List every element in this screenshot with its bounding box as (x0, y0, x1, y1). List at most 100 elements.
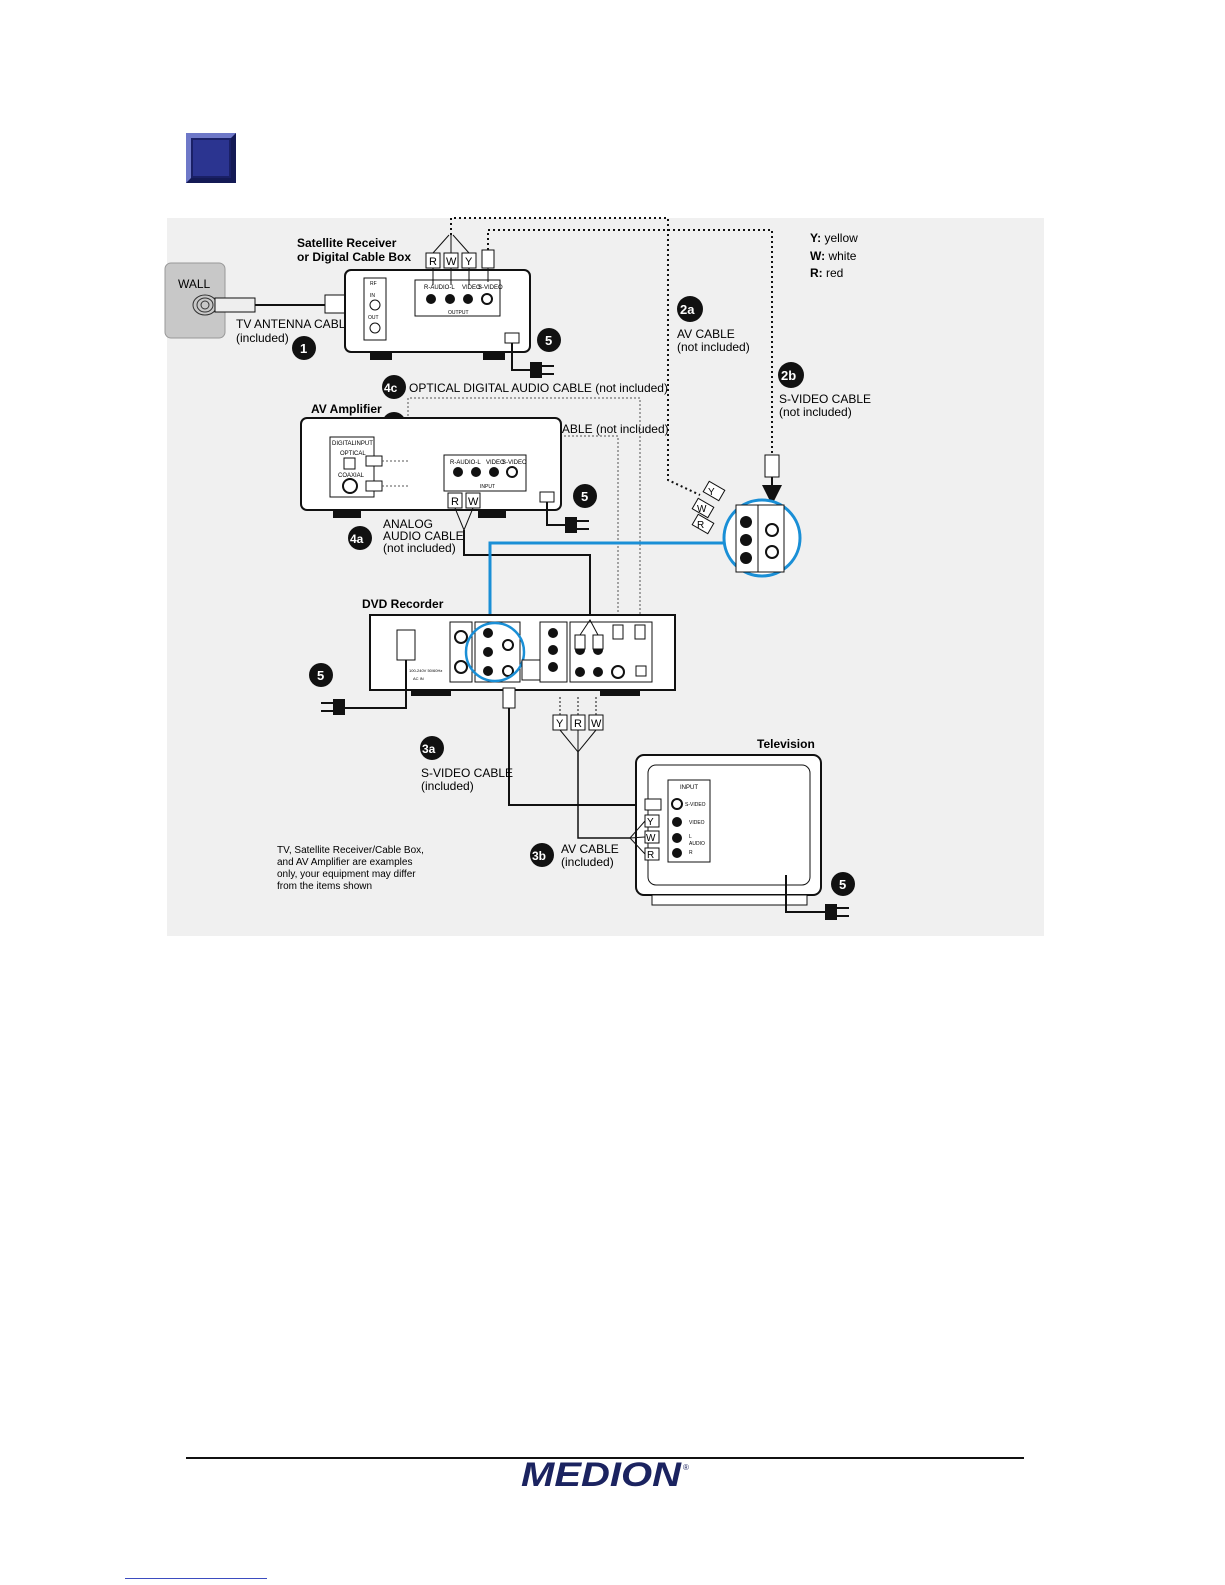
svg-text:OUT: OUT (368, 315, 379, 321)
svideo-cable-2b-route (487, 229, 773, 455)
section-marker-square (186, 133, 236, 183)
svg-text:only, your equipment may diffe: only, your equipment may differ (277, 869, 416, 880)
svg-text:AC IN: AC IN (413, 676, 424, 681)
satellite-receiver: Satellite Receiver or Digital Cable Box … (297, 236, 531, 360)
svg-text:R: R (429, 256, 437, 268)
svg-text:WALL: WALL (178, 277, 211, 291)
svg-text:R: R (697, 520, 704, 531)
svg-text:(not included): (not included) (383, 541, 456, 555)
svg-text:5: 5 (545, 333, 552, 348)
svg-text:OPTICAL: OPTICAL (340, 451, 366, 457)
svg-text:S-VIDEO CABLE: S-VIDEO CABLE (421, 766, 513, 780)
svg-text:R: R (689, 850, 693, 856)
svg-text:R-AUDIO-L: R-AUDIO-L (450, 460, 481, 466)
svg-text:®: ® (683, 1463, 689, 1472)
svg-text:OUTPUT: OUTPUT (448, 310, 469, 316)
dvd-power-cable: 5 (309, 660, 407, 715)
svg-text:DIGITALINPUT: DIGITALINPUT (332, 441, 373, 447)
svg-text:AV Amplifier: AV Amplifier (311, 402, 382, 416)
svg-text:VIDEO: VIDEO (462, 285, 481, 291)
svg-text:VIDEO: VIDEO (689, 820, 705, 826)
diagram-background (167, 218, 1044, 936)
svg-text:DVD Recorder: DVD Recorder (362, 597, 444, 611)
svg-text:Y: Y (708, 487, 715, 498)
svg-text:4a: 4a (350, 532, 364, 546)
svg-text:100-240V 50/60Hz: 100-240V 50/60Hz (409, 668, 442, 673)
svg-text:TV ANTENNA CABLE: TV ANTENNA CABLE (236, 317, 353, 331)
svg-text:W: W (646, 833, 656, 844)
svg-text:4c: 4c (384, 381, 398, 395)
svg-text:ANALOG: ANALOG (383, 517, 433, 531)
television: Television INPUT S-VIDEO VIDEO L AUDIO R… (629, 737, 822, 906)
av-cable-3b: Y R W 3b AV CABLE (included) (530, 695, 630, 869)
callout-4c: 4c OPTICAL DIGITAL AUDIO CABLE (not incl… (382, 375, 668, 399)
av-amplifier: AV Amplifier DIGITALINPUT OPTICAL COAXIA… (300, 402, 562, 518)
svg-text:3a: 3a (422, 742, 436, 756)
satellite-power-plug (511, 343, 554, 378)
callout-2b: 2b S-VIDEO CABLE (not included) (778, 362, 871, 419)
antenna-cable-1: TV ANTENNA CABLE (included) (214, 294, 353, 345)
svg-text:2a: 2a (680, 302, 695, 317)
svg-text:AV CABLE: AV CABLE (677, 327, 735, 341)
svg-text:from the items shown: from the items shown (277, 881, 372, 892)
svg-text:W: W (468, 496, 479, 508)
callout-4a: 4a ANALOG AUDIO CABLE (not included) (348, 517, 464, 555)
svg-text:Y: yellow: Y: yellow (810, 231, 858, 245)
svg-text:(included): (included) (561, 855, 614, 869)
svg-text:(included): (included) (421, 779, 474, 793)
svg-text:(not included): (not included) (779, 405, 852, 419)
svg-text:R: red: R: red (810, 266, 843, 280)
svg-text:R: R (451, 496, 459, 508)
svg-text:INPUT: INPUT (480, 484, 495, 490)
amplifier-analog-plugs: R W (447, 492, 591, 635)
svg-text:W: W (591, 718, 602, 730)
svg-text:TV, Satellite Receiver/Cable B: TV, Satellite Receiver/Cable Box, (277, 845, 424, 856)
svg-text:INPUT: INPUT (680, 785, 698, 791)
callout-5-satellite: 5 (537, 328, 561, 352)
svg-text:AUDIO CABLE: AUDIO CABLE (383, 529, 464, 543)
tv-power-cable: 5 (785, 872, 855, 920)
satellite-output-plugs: R W Y (425, 234, 495, 285)
footer-divider (186, 1457, 1024, 1459)
svg-text:AV CABLE: AV CABLE (561, 842, 619, 856)
svg-text:MEDION: MEDION (521, 1456, 683, 1494)
svideo-cable-3a: 3a S-VIDEO CABLE (included) (420, 687, 645, 806)
svg-text:W: W (446, 256, 457, 268)
optical-cable-route (407, 397, 641, 625)
page-link-underline (125, 1578, 267, 1579)
av-cable-2a-route (450, 217, 701, 496)
dvd-top-plugs (574, 619, 646, 650)
svg-text:RF: RF (370, 281, 377, 287)
av-2a-plugs: Y W R (691, 480, 726, 535)
svg-text:S-VIDEO CABLE: S-VIDEO CABLE (779, 392, 871, 406)
svg-text:Y: Y (647, 817, 654, 828)
svg-text:or Digital Cable Box: or Digital Cable Box (297, 250, 411, 264)
svg-text:VIDEO: VIDEO (486, 460, 505, 466)
svg-text:R: R (647, 850, 654, 861)
svg-text:L: L (689, 834, 692, 840)
svg-text:3b: 3b (532, 849, 546, 863)
svg-text:5: 5 (839, 877, 846, 892)
svg-text:AUDIO: AUDIO (689, 841, 705, 847)
svg-text:S-VIDEO: S-VIDEO (478, 285, 503, 291)
svg-text:OPTICAL DIGITAL AUDIO CABLE (n: OPTICAL DIGITAL AUDIO CABLE (not include… (409, 381, 668, 395)
callout-5-amplifier: 5 (546, 484, 597, 533)
svg-text:S-VIDEO: S-VIDEO (685, 802, 706, 808)
equipment-note: TV, Satellite Receiver/Cable Box, and AV… (277, 845, 424, 892)
svg-text:W: W (697, 504, 707, 515)
dvd-recorder: DVD Recorder 100-240V 50/60Hz AC IN (362, 597, 676, 696)
svg-text:2b: 2b (781, 368, 796, 383)
medion-logo: MEDION ® (521, 1456, 689, 1494)
svg-text:Television: Television (757, 737, 815, 751)
svg-text:W: white: W: white (810, 249, 857, 263)
svg-text:Satellite Receiver: Satellite Receiver (297, 236, 397, 250)
svg-text:(not included): (not included) (677, 340, 750, 354)
highlight-connector (488, 541, 725, 620)
svg-text:1: 1 (300, 341, 307, 356)
color-legend: Y: yellow W: white R: red (810, 231, 858, 280)
svg-text:S-VIDEO: S-VIDEO (502, 460, 527, 466)
svg-text:R-AUDIO-L: R-AUDIO-L (424, 285, 455, 291)
svg-text:5: 5 (317, 668, 324, 683)
svideo-2b-plug (764, 454, 780, 478)
svg-text:(included): (included) (236, 331, 289, 345)
